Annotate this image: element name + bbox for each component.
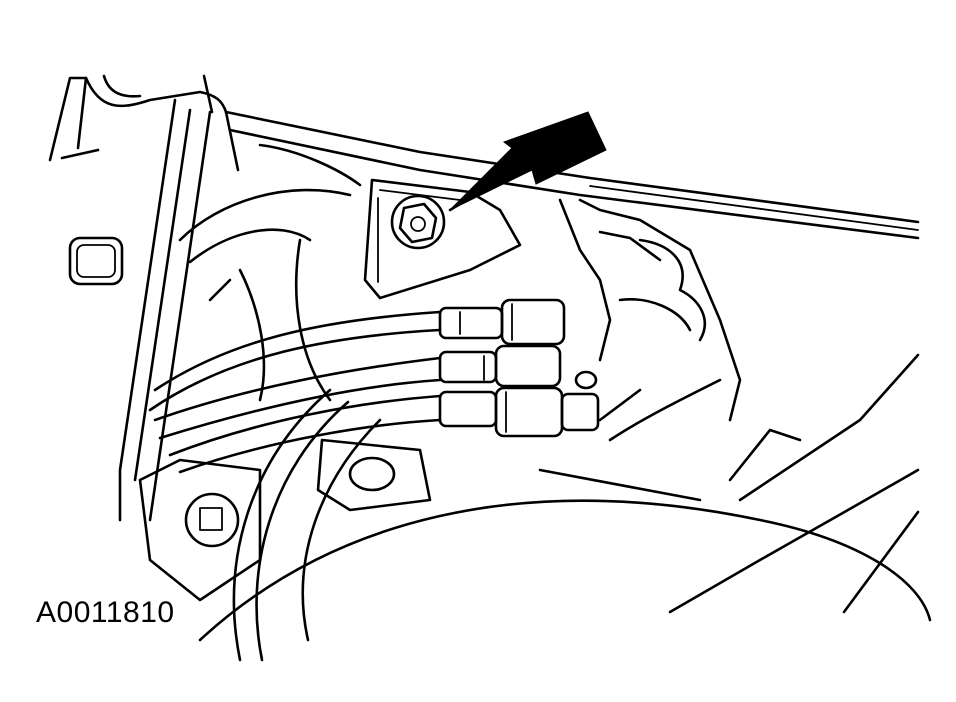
lower-round-component: [198, 428, 932, 642]
mounting-plate: [363, 178, 522, 300]
connector-bottom: [438, 386, 600, 438]
wire-harness: [148, 310, 442, 662]
callout-arrow-icon: [448, 111, 607, 212]
connector-latch: [574, 370, 598, 390]
connector-top: [438, 298, 566, 346]
hex-bolt: [390, 194, 446, 250]
right-panel-edges: [668, 353, 920, 614]
figure-id-label: A0011810: [36, 596, 175, 629]
circular-housing: [178, 188, 352, 402]
lower-bolt-boss: [138, 458, 262, 602]
lower-clip: [316, 438, 432, 512]
right-cover: [558, 198, 742, 442]
connector-middle: [438, 344, 562, 388]
left-pillar: [48, 74, 228, 522]
slot-hole: [68, 236, 124, 286]
